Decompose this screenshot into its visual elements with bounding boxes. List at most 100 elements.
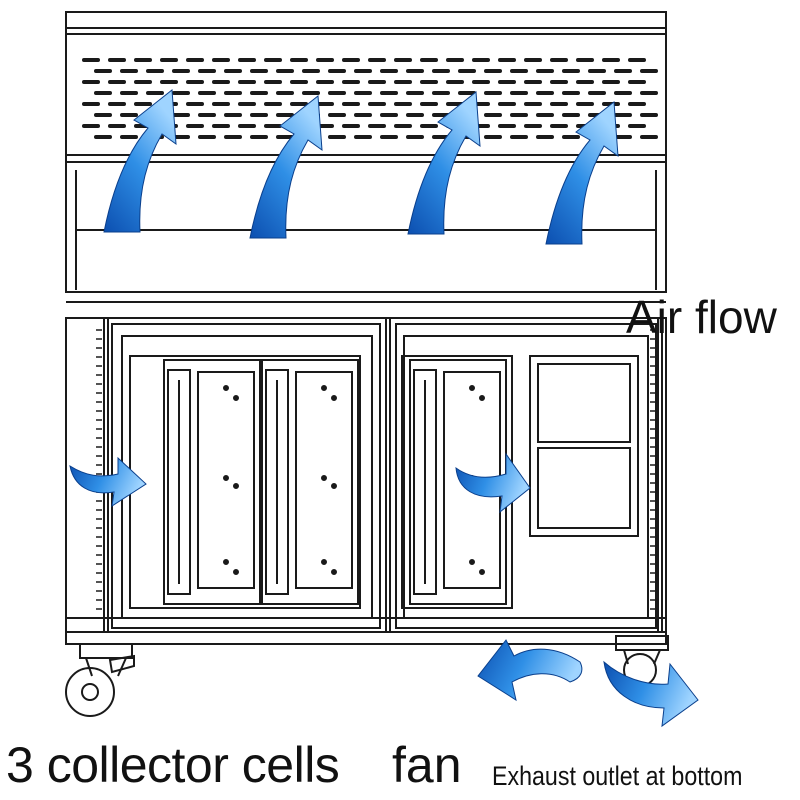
grille-slot: [432, 69, 450, 73]
grille-slot: [290, 102, 308, 106]
grille-slot: [368, 124, 386, 128]
grille-slot: [290, 58, 308, 62]
grille-slot: [406, 135, 424, 139]
grille-slot: [524, 80, 542, 84]
grille-slot: [94, 91, 112, 95]
air-flow-arrow-icon: [545, 101, 619, 245]
collector-cell: [163, 359, 261, 605]
grille-slot: [550, 124, 568, 128]
grille-slot: [550, 102, 568, 106]
grille-slot: [562, 135, 580, 139]
grille-slot: [640, 135, 658, 139]
grille-slot: [316, 58, 334, 62]
grille-slot: [238, 102, 256, 106]
grille-slot: [576, 58, 594, 62]
grille-slot: [550, 58, 568, 62]
collector-cells: [129, 355, 513, 609]
grille-slot: [380, 69, 398, 73]
grille-slot: [186, 80, 204, 84]
grille-slot: [302, 91, 320, 95]
grille-slot: [354, 135, 372, 139]
grille-slot: [172, 69, 190, 73]
grille-slot: [212, 80, 230, 84]
grille-slot: [368, 58, 386, 62]
grille-slot: [524, 124, 542, 128]
grille-slot: [562, 69, 580, 73]
grille-slot: [510, 135, 528, 139]
grille-slot: [224, 113, 242, 117]
grille-slot: [380, 135, 398, 139]
grille-slot: [172, 91, 190, 95]
grille-slot: [484, 91, 502, 95]
grille-slot: [498, 58, 516, 62]
grille-slot: [406, 69, 424, 73]
grille-slot: [394, 80, 412, 84]
grille-slot: [160, 58, 178, 62]
grille-slot: [614, 113, 632, 117]
grille-slot: [198, 135, 216, 139]
grille-slot: [484, 69, 502, 73]
grille-slot: [120, 69, 138, 73]
grille-slot: [484, 135, 502, 139]
grille-slot: [498, 102, 516, 106]
grille-slot: [576, 102, 594, 106]
grille-slot: [510, 69, 528, 73]
grille-slot: [576, 80, 594, 84]
grille-slot: [82, 124, 100, 128]
grille-slot: [328, 135, 346, 139]
grille-slot: [224, 135, 242, 139]
grille-slot: [94, 113, 112, 117]
grille-slot: [458, 91, 476, 95]
grille-slot: [94, 69, 112, 73]
air-flow-arrow-icon: [455, 452, 531, 514]
grille-slot: [224, 91, 242, 95]
exhaust-outlet-label: Exhaust outlet at bottom: [492, 761, 743, 791]
grille-slot: [536, 91, 554, 95]
grille-slot: [302, 69, 320, 73]
grille-slot: [342, 58, 360, 62]
air-flow-arrow-icon: [477, 639, 583, 702]
upper-plenum: [65, 161, 667, 303]
grille-slot: [380, 113, 398, 117]
side-vent: [96, 329, 656, 610]
grille-slot: [406, 113, 424, 117]
grille-slot: [134, 80, 152, 84]
grille-slot: [394, 58, 412, 62]
collector-cells-label: 3 collector cells: [6, 737, 340, 793]
air-flow-arrow-icon: [69, 456, 147, 508]
grille-slot: [82, 80, 100, 84]
grille-slot: [498, 124, 516, 128]
grille-slot: [238, 58, 256, 62]
grille-slot: [562, 113, 580, 117]
grille-slot: [290, 80, 308, 84]
grille-slot: [264, 124, 282, 128]
grille-slot: [276, 135, 294, 139]
grille-slot: [172, 135, 190, 139]
grille-slot: [602, 58, 620, 62]
grille-slot: [602, 80, 620, 84]
grille-slot: [316, 102, 334, 106]
grille-slot: [536, 113, 554, 117]
grille-slot: [94, 135, 112, 139]
grille-slot: [354, 91, 372, 95]
grille-slot: [212, 124, 230, 128]
grille-slot: [198, 69, 216, 73]
caster-wheel-icon: [65, 643, 135, 717]
grille-slot: [328, 113, 346, 117]
grille-slot: [498, 80, 516, 84]
grille-slot: [536, 135, 554, 139]
grille-slot: [640, 91, 658, 95]
grille-slot: [264, 58, 282, 62]
grille-slot: [420, 102, 438, 106]
grille-slot: [146, 69, 164, 73]
grille-slot: [198, 113, 216, 117]
grille-slot: [420, 58, 438, 62]
grille-slot: [238, 124, 256, 128]
grille-slot: [120, 135, 138, 139]
grille-slot: [614, 91, 632, 95]
grille-slot: [380, 91, 398, 95]
grille-slot: [524, 58, 542, 62]
grille-slot: [82, 102, 100, 106]
grille-slot: [276, 69, 294, 73]
grille-slot: [446, 58, 464, 62]
